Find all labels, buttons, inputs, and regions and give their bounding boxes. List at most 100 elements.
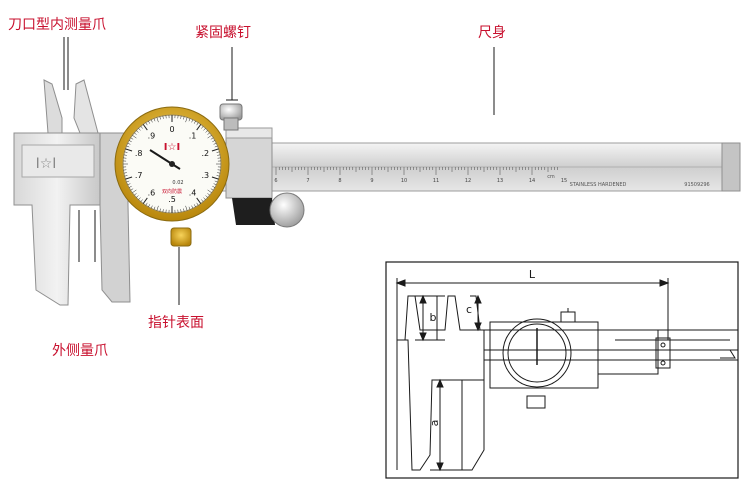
scale-number: 6 bbox=[274, 178, 277, 184]
dial-tick bbox=[211, 148, 219, 152]
dial-tick bbox=[138, 197, 141, 200]
dial-tick bbox=[150, 205, 153, 209]
dial-tick bbox=[217, 154, 221, 156]
dial-number: .2 bbox=[201, 149, 209, 158]
dial-tick bbox=[207, 193, 210, 196]
dial-tick bbox=[156, 205, 159, 211]
dial-tick bbox=[185, 117, 188, 123]
dial-tick bbox=[185, 205, 188, 211]
dial-tick bbox=[159, 116, 161, 120]
dial-logo: I☆I bbox=[164, 142, 180, 153]
dial-subtext: 双向防震 bbox=[162, 188, 182, 195]
scale-number: 9 bbox=[370, 178, 373, 184]
dial-tick bbox=[148, 204, 151, 208]
dial-tick bbox=[205, 195, 208, 198]
dial-tick bbox=[211, 176, 219, 180]
drawing-frame bbox=[385, 261, 739, 479]
scale-number: 12 bbox=[465, 178, 471, 184]
dial-number: 0 bbox=[169, 125, 174, 134]
dial-tick bbox=[134, 132, 137, 135]
dial-tick bbox=[213, 142, 217, 145]
dial-tick bbox=[123, 154, 127, 156]
dial-number: .7 bbox=[135, 171, 143, 180]
inner-jaw-moving bbox=[73, 79, 99, 134]
dial-tick bbox=[142, 197, 148, 204]
dial-tick bbox=[159, 208, 161, 212]
dial-tick bbox=[140, 126, 143, 129]
dimension-L: L bbox=[529, 268, 536, 281]
dial-tick bbox=[191, 205, 194, 209]
inner-jaw-fixed bbox=[43, 79, 63, 134]
dimension-c: c bbox=[466, 303, 472, 316]
thumb-roller bbox=[269, 192, 305, 228]
dial-number: .6 bbox=[148, 188, 156, 197]
dial-tick bbox=[196, 124, 202, 131]
dial-tick bbox=[201, 126, 204, 129]
label-main-beam: 尺身 bbox=[478, 25, 506, 41]
dial-tick bbox=[128, 185, 132, 188]
dial-tick bbox=[132, 189, 137, 194]
dial-tick bbox=[188, 118, 191, 122]
dial-tick bbox=[196, 197, 202, 204]
label-outer-jaw: 外侧量爪 bbox=[52, 343, 108, 359]
dial-tick bbox=[196, 122, 199, 126]
dial-tick bbox=[148, 120, 151, 124]
dimension-b: b bbox=[430, 311, 437, 324]
dial-tick bbox=[216, 151, 220, 153]
callout-lines bbox=[63, 37, 495, 305]
dial-tick bbox=[140, 199, 143, 202]
dial-tick bbox=[145, 122, 148, 126]
dial-number: .8 bbox=[135, 149, 143, 158]
scale-number: 14 bbox=[529, 178, 535, 184]
dial-tick bbox=[214, 180, 218, 183]
dial-tick bbox=[180, 209, 182, 213]
label-inner-jaw: 刀口型内测量爪 bbox=[8, 17, 106, 33]
bezel-knob bbox=[170, 227, 192, 247]
dial-numbers: 0.1.2.3.4.5.6.7.8.9 bbox=[135, 125, 209, 204]
dial-tick bbox=[142, 124, 148, 131]
dial-tick bbox=[127, 183, 131, 186]
dial-tick bbox=[136, 130, 139, 133]
label-dial-face: 指针表面 bbox=[148, 315, 204, 331]
dial-tick bbox=[130, 188, 134, 191]
dial-tick bbox=[126, 180, 130, 183]
dial-tick bbox=[153, 118, 156, 122]
dial-tick bbox=[124, 151, 128, 153]
dial-ticks bbox=[123, 115, 221, 213]
dial-tick bbox=[124, 175, 128, 177]
dial-tick bbox=[126, 145, 130, 148]
dial-tick bbox=[150, 119, 153, 123]
dial-number: .4 bbox=[189, 188, 197, 197]
dial-tick bbox=[193, 204, 196, 208]
technical-drawing: L b c a bbox=[385, 261, 739, 479]
beam-serial: 91509296 bbox=[684, 182, 709, 188]
dial-tick bbox=[210, 188, 214, 191]
dial-tick bbox=[162, 115, 164, 119]
dial-tick bbox=[134, 193, 137, 196]
beam-text: STAINLESS HARDENED bbox=[570, 182, 627, 188]
dial-tick bbox=[183, 208, 185, 212]
dial-tick bbox=[217, 172, 221, 174]
dial-tick bbox=[201, 199, 204, 202]
dial-tick bbox=[162, 209, 164, 213]
dial-tick bbox=[132, 134, 137, 139]
dial-number: .1 bbox=[189, 132, 197, 141]
dial-tick bbox=[138, 128, 141, 131]
scale-number: 11 bbox=[433, 178, 439, 184]
beam-end-cap bbox=[721, 142, 741, 192]
dial-tick bbox=[180, 115, 182, 119]
dimension-a: a bbox=[428, 420, 441, 427]
dial-tick bbox=[203, 197, 206, 200]
dial-tick bbox=[156, 117, 159, 123]
dial-tick bbox=[188, 206, 191, 210]
dial-tick bbox=[207, 134, 212, 139]
dial-number: .9 bbox=[148, 132, 156, 141]
scale-number: 13 bbox=[497, 178, 503, 184]
dial-tick bbox=[123, 172, 127, 174]
dial-needle bbox=[149, 149, 173, 165]
dial-tick bbox=[125, 148, 133, 152]
scale-number: 8 bbox=[338, 178, 341, 184]
scale-number: 10 bbox=[401, 178, 407, 184]
caliper-logo: I☆I bbox=[36, 156, 57, 172]
